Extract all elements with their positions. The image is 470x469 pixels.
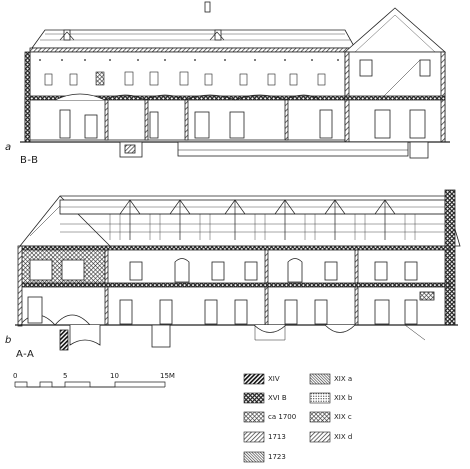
legend-label-xvib: XVI B (268, 394, 287, 402)
figure-letter-a: a (5, 142, 12, 153)
scale-tick-10: 10 (110, 372, 119, 380)
section-aa-drawing (15, 189, 461, 351)
scale-tick-0: 0 (13, 372, 18, 380)
legend-label-1713: 1713 (268, 433, 286, 441)
section-title-bb: B-B (20, 155, 39, 166)
section-title-aa: A-A (16, 349, 35, 360)
legend-label-xixc: XIX c (334, 413, 352, 421)
legend-label-ca1700: ca 1700 (268, 413, 297, 421)
figure-letter-b: b (5, 335, 12, 346)
scale-tick-15m: 15M (160, 372, 175, 380)
section-bb-drawing (20, 1, 450, 159)
legend-label-xixa: XIX a (334, 375, 353, 383)
legend-label-1723: 1723 (268, 453, 286, 461)
legend-label-xixb: XIX b (334, 394, 353, 402)
scale-bar (14, 381, 166, 388)
scale-tick-5: 5 (63, 372, 68, 380)
legend-label-xixd: XIX d (334, 433, 353, 441)
legend-label-xiv: XIV (268, 375, 280, 383)
